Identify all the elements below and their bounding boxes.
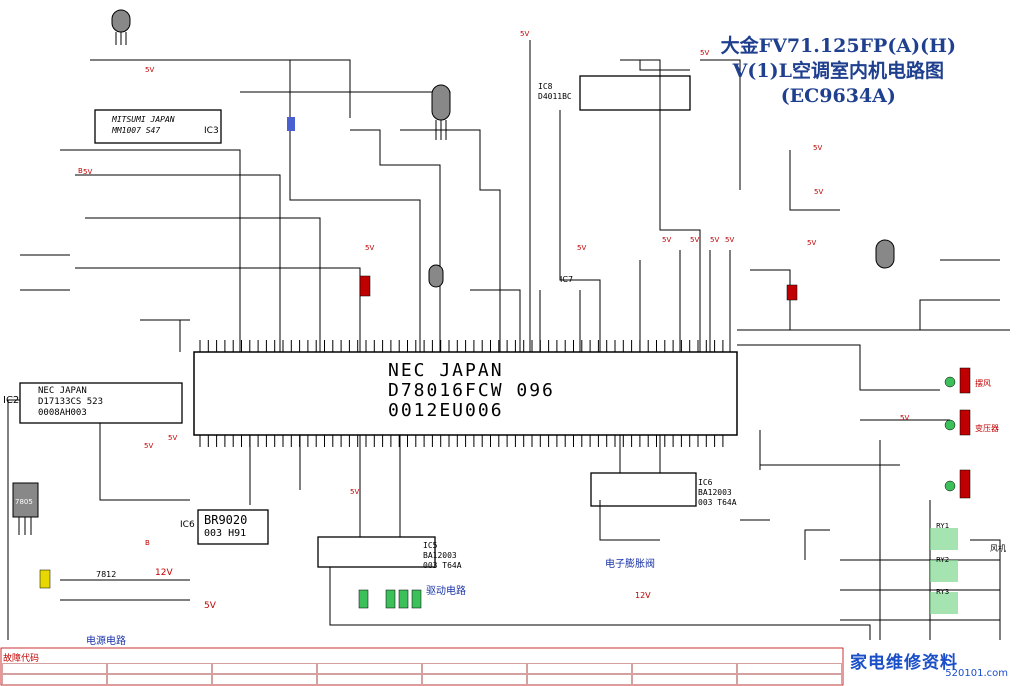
ic5-line2: 003 T64A [423,561,462,570]
relay-ry1: RY1 [936,522,950,530]
ic3-ref: IC3 [204,126,219,136]
svg-text:5V: 5V [813,144,822,152]
fault-cell [632,663,737,674]
ic4-label: BR9020 003 H91 [204,514,247,540]
ic6-label: IC6 BA12003 003 T64A [698,478,737,508]
svg-text:B: B [78,167,83,175]
voltage-12v-right: 12V [635,591,651,600]
fault-cell [107,663,212,674]
ic2-line1: NEC JAPAN [38,386,87,396]
fault-cell [107,674,212,685]
fault-cell [737,674,842,685]
svg-text:5V: 5V [725,236,734,244]
ic5-line1: BA12003 [423,551,457,560]
svg-text:5V: 5V [520,30,529,38]
relay-ry3: RY3 [936,588,950,596]
regulator-7812: 7812 [96,570,117,579]
svg-text:5V: 5V [350,488,359,496]
regulator-7805: 7805 [15,498,33,506]
title-line2: V(1)L空调室内机电路图 [732,60,944,82]
svg-text:5V: 5V [700,49,709,57]
power-circuit-label: 电源电路 [86,636,126,647]
ic6-ref: IC6 [698,478,713,487]
watermark-logo: 家电维修资料 520101.com [842,648,1018,684]
expansion-valve-label: 电子膨胀阀 [605,559,655,570]
svg-text:5V: 5V [577,244,586,252]
ic3-label: MITSUMI JAPAN MM1007 S47 [112,114,175,136]
fault-cell [2,674,107,685]
relay-ry2: RY2 [936,556,950,564]
ic1-line3: 0012EU006 [388,400,504,421]
fault-cell [737,663,842,674]
schematic-title: 大金FV71.125FP(A)(H) V(1)L空调室内机电路图 (EC9634… [721,34,956,109]
svg-text:5V: 5V [690,236,699,244]
svg-text:5V: 5V [900,414,909,422]
fault-cell [422,674,527,685]
fan-motor-label: 风机 [990,544,1006,553]
fault-code-table: 故障代码 [0,650,1024,686]
fault-cell [212,674,317,685]
ic1-label: NEC JAPAN D78016FCW 096 0012EU006 [388,361,555,421]
fault-code-header: 故障代码 [3,654,40,664]
ic2-ref: IC2 [3,395,20,406]
ic5-label: IC5 BA12003 003 T64A [423,541,462,571]
ic6-line1: BA12003 [698,488,732,497]
title-line1: 大金FV71.125FP(A)(H) [720,35,956,57]
ic8-ref: IC8 [538,82,553,91]
title-line3: (EC9634A) [780,85,896,107]
ic2-line3: 0008AH003 [38,408,87,418]
watermark-brand: 家电维修资料 [850,653,958,673]
transformer-label: 变压器 [975,424,999,433]
ic3-line2: MM1007 S47 [112,126,161,135]
fault-cell [527,674,632,685]
ic3-line1: MITSUMI JAPAN [112,115,175,124]
ic1-line2: D78016FCW 096 [388,380,555,401]
fault-code-grid [2,663,842,685]
svg-text:5V: 5V [365,244,374,252]
drive-circuit-label: 驱动电路 [426,586,466,597]
svg-text:B: B [145,539,150,547]
watermark-url: 520101.com [945,668,1008,679]
fault-cell [2,663,107,674]
svg-text:5V: 5V [807,239,816,247]
ic4-line1: BR9020 [204,513,248,527]
ic8-line1: D4011BC [538,92,572,101]
ic1-line1: NEC JAPAN [388,360,504,381]
svg-text:5V: 5V [168,434,177,442]
voltage-5v: 5V [204,601,216,611]
swing-label: 摆风 [975,379,991,388]
ic2-line2: D17133CS 523 [38,397,104,407]
ic6-line2: 003 T64A [698,498,737,507]
ic8-label: IC8 D4011BC [538,82,572,102]
svg-text:5V: 5V [662,236,671,244]
fault-cell [212,663,317,674]
svg-text:5V: 5V [814,188,823,196]
svg-text:5V: 5V [83,168,92,176]
svg-text:5V: 5V [710,236,719,244]
fault-cell [422,663,527,674]
fault-cell [317,663,422,674]
voltage-12v: 12V [155,568,173,578]
ic7-ref: IC7 [560,275,574,284]
ic2-label: NEC JAPAN D17133CS 523 0008AH003 [38,386,103,419]
fault-cell [632,674,737,685]
ic4-ref: IC6 [180,520,195,530]
ic4-line2: 003 H91 [204,528,247,539]
ic5-ref: IC5 [423,541,438,550]
fault-cell [527,663,632,674]
svg-text:5V: 5V [145,66,154,74]
fault-cell [317,674,422,685]
svg-text:5V: 5V [144,442,153,450]
